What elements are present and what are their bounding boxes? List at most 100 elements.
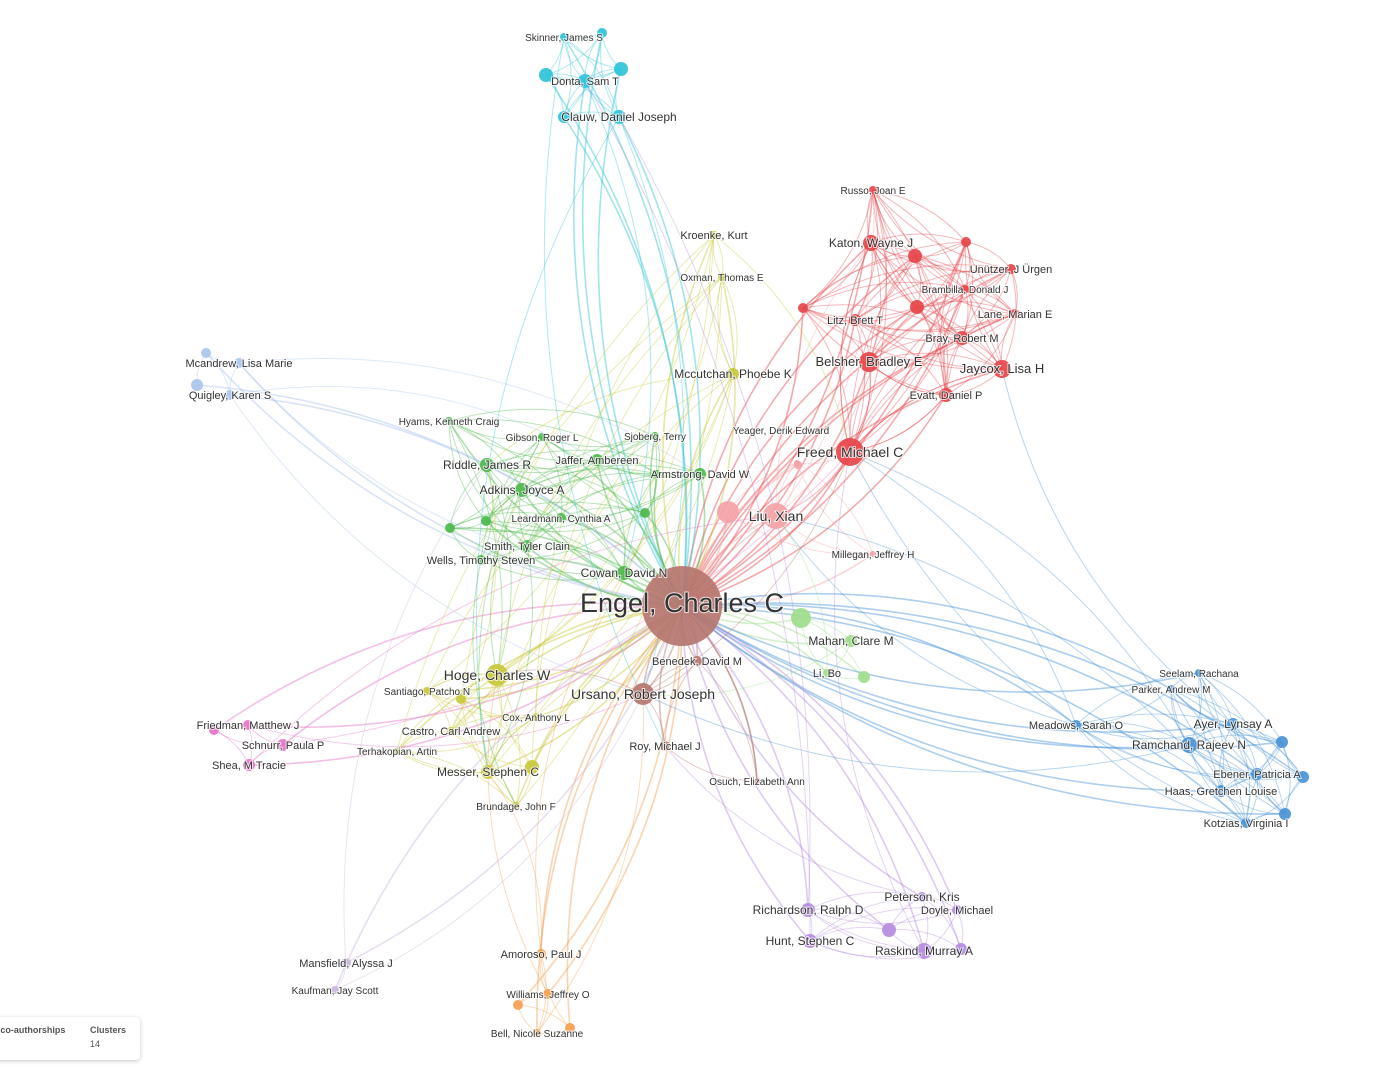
node-gibson[interactable] — [538, 433, 546, 441]
node-label-clauw[interactable]: Clauw, Daniel Joseph — [560, 109, 677, 125]
node-label-hyams[interactable]: Hyams, Kenneth Craig — [398, 416, 501, 429]
node-red_u4[interactable] — [798, 303, 808, 313]
node-label-ayer[interactable]: Ayer, Lynsay A — [1193, 716, 1274, 732]
node-label-russo[interactable]: Russo, Joan E — [839, 185, 906, 198]
node-mansfield[interactable] — [341, 958, 351, 968]
node-raskind[interactable] — [916, 943, 932, 959]
node-amoroso[interactable] — [536, 949, 546, 959]
node-label-amoroso[interactable]: Amoroso, Paul J — [500, 948, 583, 962]
node-label-liu[interactable]: Liu, Xian — [748, 507, 804, 525]
node-red_u1[interactable] — [908, 249, 922, 263]
node-jaycox[interactable] — [993, 360, 1011, 378]
node-millegan[interactable] — [870, 551, 876, 557]
node-red_u3[interactable] — [910, 300, 924, 314]
node-label-castro[interactable]: Castro, Carl Andrew — [401, 725, 501, 739]
node-green_u1[interactable] — [445, 523, 455, 533]
node-cyan_u3[interactable] — [614, 62, 628, 76]
node-brundage[interactable] — [512, 802, 520, 810]
node-label-katon[interactable]: Katon, Wayne J — [828, 235, 914, 251]
node-label-messer[interactable]: Messer, Stephen C — [436, 764, 540, 780]
node-freed[interactable] — [836, 438, 864, 466]
node-oxman[interactable] — [718, 273, 726, 281]
node-label-unutzer[interactable]: Unützer, J Ürgen — [969, 263, 1054, 277]
node-adkins[interactable] — [515, 483, 529, 497]
node-meadows[interactable] — [1071, 720, 1081, 730]
node-cyan_u4[interactable] — [558, 111, 570, 123]
node-label-lane[interactable]: Lane, Marian E — [977, 308, 1054, 322]
node-green_u2[interactable] — [481, 516, 491, 526]
node-label-parker[interactable]: Parker, Andrew M — [1131, 684, 1212, 697]
node-label-skinner[interactable]: Skinner, James S — [524, 32, 604, 45]
node-libo[interactable] — [823, 669, 831, 677]
node-lg_u2[interactable] — [858, 671, 870, 683]
node-wells[interactable] — [476, 555, 486, 565]
node-label-kroenke[interactable]: Kroenke, Kurt — [679, 229, 748, 243]
node-red_u2[interactable] — [961, 237, 971, 247]
node-label-seelam[interactable]: Seelam, Rachana — [1158, 668, 1240, 681]
node-ebener[interactable] — [1251, 768, 1263, 780]
node-peterson[interactable] — [917, 892, 927, 902]
node-yellow_u2[interactable] — [525, 760, 539, 774]
node-bell[interactable] — [533, 1029, 541, 1037]
node-purple_u2[interactable] — [955, 943, 967, 955]
node-unutzer[interactable] — [1006, 264, 1016, 274]
node-label-hunt[interactable]: Hunt, Stephen C — [765, 933, 856, 949]
node-label-smith[interactable]: Smith, Tyler Clain — [483, 540, 571, 554]
node-label-osuch[interactable]: Osuch, Elizabeth Ann — [708, 776, 806, 789]
node-lb_u1[interactable] — [201, 348, 211, 358]
node-richardson[interactable] — [801, 903, 815, 917]
node-label-libo[interactable]: Li, Bo — [812, 667, 842, 681]
node-label-friedman[interactable]: Friedman, Matthew J — [196, 719, 301, 733]
node-kaufman[interactable] — [331, 986, 339, 994]
node-doyle[interactable] — [952, 905, 962, 915]
node-label-gibson[interactable]: Gibson, Roger L — [505, 432, 580, 445]
node-label-benedek[interactable]: Benedek, David M — [651, 655, 743, 669]
node-parker[interactable] — [1167, 685, 1175, 693]
node-label-terhakopian[interactable]: Terhakopian, Artin — [356, 746, 438, 759]
node-label-mcandrew[interactable]: Mcandrew, Lisa Marie — [185, 357, 294, 371]
node-label-cox[interactable]: Cox, Anthony L — [501, 712, 571, 725]
node-osuch[interactable] — [754, 778, 760, 784]
node-pink_u1[interactable] — [209, 725, 219, 735]
node-hyams[interactable] — [445, 417, 453, 425]
node-lane[interactable] — [1010, 309, 1020, 319]
node-label-adkins[interactable]: Adkins, Joyce A — [479, 482, 566, 498]
node-label-mccutchan[interactable]: Mccutchan, Phoebe K — [673, 366, 792, 382]
node-jaffer[interactable] — [591, 454, 603, 466]
node-label-schnurr[interactable]: Schnurr, Paula P — [241, 739, 326, 753]
node-kroenke[interactable] — [710, 231, 718, 239]
node-ramchand[interactable] — [1181, 737, 1197, 753]
node-label-armstrong[interactable]: Armstrong, David W — [650, 468, 751, 482]
node-label-richardson[interactable]: Richardson, Ralph D — [752, 902, 865, 918]
node-castro[interactable] — [447, 727, 455, 735]
node-messer[interactable] — [481, 765, 495, 779]
node-ayer[interactable] — [1227, 718, 1239, 730]
node-lg_u1[interactable] — [791, 608, 811, 628]
node-hunt[interactable] — [803, 934, 817, 948]
node-label-evatt[interactable]: Evatt, Daniel P — [909, 389, 984, 403]
node-label-ebener[interactable]: Ebener, Patricia A — [1212, 768, 1302, 782]
node-mccutchan[interactable] — [727, 368, 739, 380]
node-schnurr[interactable] — [277, 739, 289, 751]
node-label-brambilla[interactable]: Brambilla, Donald J — [921, 284, 1010, 297]
node-label-yeager[interactable]: Yeager, Derik Edward — [732, 425, 830, 438]
node-label-sjoberg[interactable]: Sjoberg, Terry — [623, 431, 687, 444]
node-green_u3[interactable] — [640, 508, 650, 518]
node-cowan[interactable] — [617, 566, 631, 580]
node-label-mansfield[interactable]: Mansfield, Alyssa J — [298, 957, 394, 971]
node-label-santiago[interactable]: Santiago, Patcho N — [383, 686, 471, 699]
node-label-riddle[interactable]: Riddle, James R — [442, 457, 532, 473]
node-label-quigley[interactable]: Quigley, Karen S — [188, 389, 272, 403]
node-ursano[interactable] — [632, 683, 654, 705]
node-label-jaycox[interactable]: Jaycox, Lisa H — [959, 360, 1046, 377]
node-label-engel[interactable]: Engel, Charles C — [579, 587, 785, 619]
node-label-freed[interactable]: Freed, Michael C — [796, 443, 905, 461]
node-label-jaffer[interactable]: Jaffer, Ambereen — [555, 454, 640, 468]
node-label-doyle[interactable]: Doyle, Michael — [920, 904, 994, 918]
node-cox[interactable] — [532, 713, 540, 721]
node-mcandrew[interactable] — [234, 358, 244, 368]
node-label-raskind[interactable]: Raskind, Murray A — [874, 943, 974, 959]
node-mahan[interactable] — [845, 635, 857, 647]
node-belsher[interactable] — [859, 352, 879, 372]
